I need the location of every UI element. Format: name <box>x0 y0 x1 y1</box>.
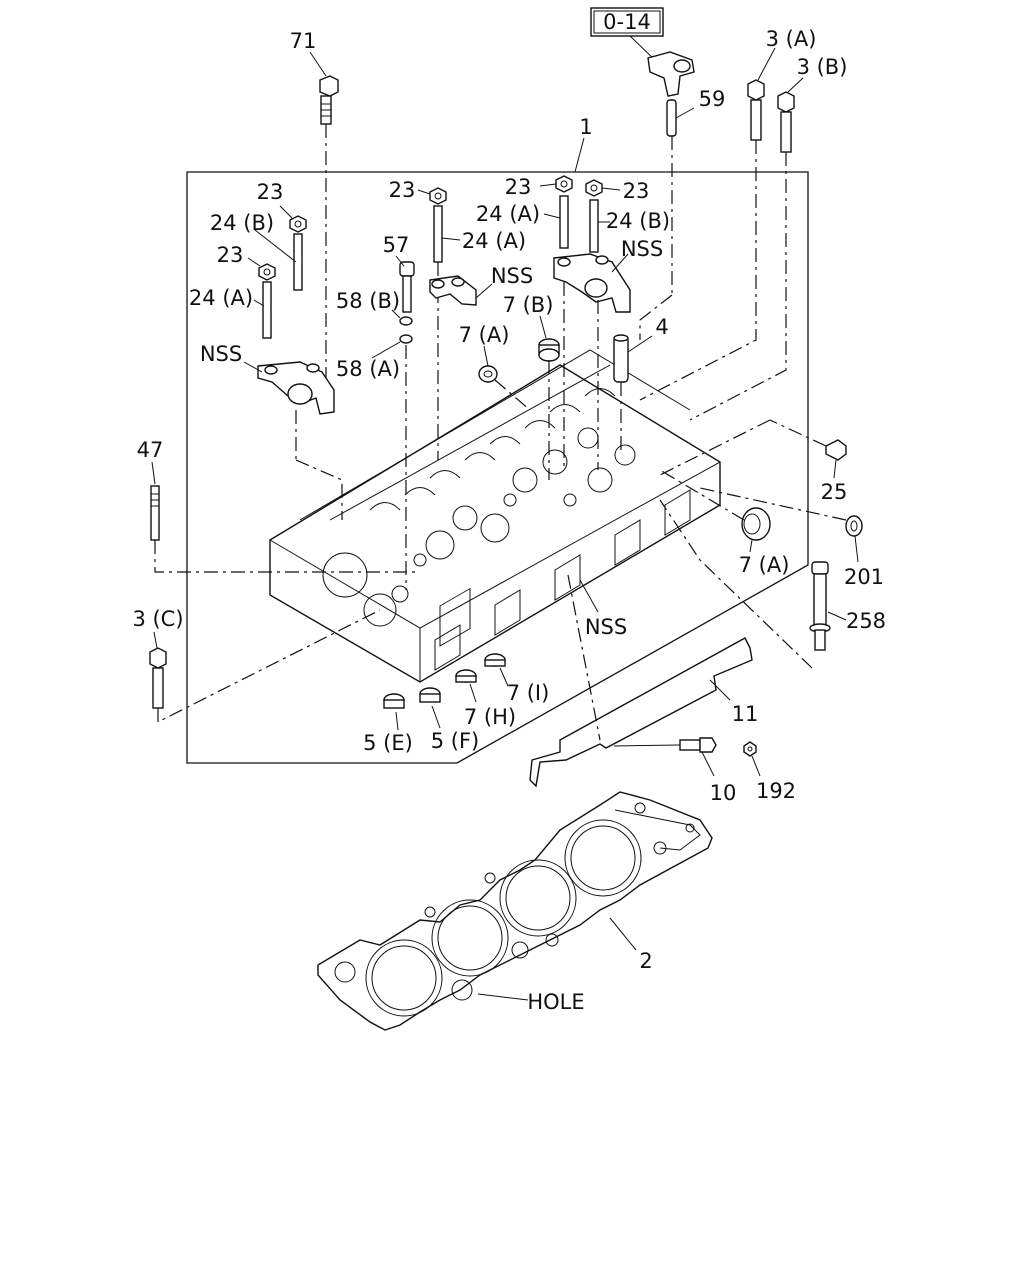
seal-7a-right <box>741 507 771 541</box>
label-258: 258 <box>846 609 886 633</box>
pin-59 <box>666 99 677 137</box>
label-7a-a: 7 (A) <box>459 323 510 347</box>
label-201: 201 <box>844 565 884 589</box>
nut-23-left-a <box>289 215 307 233</box>
glow-plug-10 <box>613 737 717 753</box>
label-47: 47 <box>137 438 164 462</box>
o-ring-58b <box>399 316 413 326</box>
reference-box[interactable]: 0-14 <box>590 7 664 37</box>
label-23-c: 23 <box>389 178 416 202</box>
label-24b-b: 24 (B) <box>606 209 670 233</box>
label-192: 192 <box>756 779 796 803</box>
bolt-71 <box>319 75 339 125</box>
stud-24b-left <box>293 233 303 291</box>
label-5f: 5 (F) <box>431 729 480 753</box>
bolt-3a <box>747 79 765 141</box>
stud-24a-left <box>262 281 272 339</box>
seal-5f <box>419 687 441 703</box>
label-23-b: 23 <box>217 243 244 267</box>
stud-24a-right <box>559 195 569 249</box>
label-nss-b: NSS <box>491 264 533 288</box>
nut-23-mid <box>429 187 447 205</box>
head-gasket <box>317 791 713 1031</box>
label-24a-a: 24 (A) <box>189 286 253 310</box>
dowel-4 <box>613 334 629 383</box>
label-57: 57 <box>383 233 410 257</box>
label-59: 59 <box>699 87 726 111</box>
plug-25 <box>825 439 847 461</box>
label-58a: 58 (A) <box>336 357 400 381</box>
seal-5e <box>383 693 405 709</box>
label-58b: 58 (B) <box>336 289 400 313</box>
cam-cap-right <box>553 253 631 313</box>
cylinder-head <box>269 349 721 683</box>
reference-label: 0-14 <box>603 10 651 34</box>
label-11: 11 <box>732 702 759 726</box>
nut-23-right-a <box>555 175 573 193</box>
label-23-d: 23 <box>505 175 532 199</box>
label-7h: 7 (H) <box>464 705 516 729</box>
label-7i: 7 (I) <box>507 681 550 705</box>
label-5e: 5 (E) <box>363 731 413 755</box>
label-3c: 3 (C) <box>132 607 183 631</box>
label-23-a: 23 <box>257 180 284 204</box>
bracket-11 <box>529 637 753 788</box>
bolt-57 <box>399 261 415 313</box>
cam-cap-mid <box>429 275 477 306</box>
stud-24a-mid <box>433 205 443 263</box>
label-10: 10 <box>710 781 737 805</box>
label-hole: HOLE <box>527 990 584 1014</box>
o-ring-58a <box>399 334 413 344</box>
seal-201 <box>845 515 863 537</box>
callout-labels: 71 59 3 (A) 3 (B) 1 23 24 (B) 23 24 (A) … <box>132 27 886 1014</box>
nut-23-right-b <box>585 179 603 197</box>
label-24a-c: 24 (A) <box>476 202 540 226</box>
label-23-e: 23 <box>623 179 650 203</box>
seal-7a-top <box>478 365 498 383</box>
label-71: 71 <box>290 29 317 53</box>
stud-24b-right <box>589 199 599 253</box>
nut-23-left-b <box>258 263 276 281</box>
seal-7h <box>455 669 477 683</box>
stud-47 <box>150 485 160 541</box>
label-24b-a: 24 (B) <box>210 211 274 235</box>
seal-7i <box>484 653 506 667</box>
label-3a: 3 (A) <box>766 27 817 51</box>
label-nss-a: NSS <box>200 342 242 366</box>
sensor-part <box>647 51 695 97</box>
label-25: 25 <box>821 480 848 504</box>
label-nss-c: NSS <box>621 237 663 261</box>
bolt-3c <box>149 647 167 709</box>
label-4: 4 <box>655 315 668 339</box>
nut-192 <box>743 741 757 757</box>
bolt-3b <box>777 91 795 153</box>
label-1: 1 <box>579 115 592 139</box>
label-24a-b: 24 (A) <box>462 229 526 253</box>
label-3b: 3 (B) <box>797 55 848 79</box>
label-7a-b: 7 (A) <box>739 553 790 577</box>
label-2: 2 <box>639 949 652 973</box>
seal-7b <box>538 338 560 362</box>
label-nss-d: NSS <box>585 615 627 639</box>
label-7b: 7 (B) <box>503 293 554 317</box>
cam-cap-left <box>257 361 335 415</box>
assembly-outline <box>186 171 809 764</box>
bolt-258 <box>809 561 831 651</box>
